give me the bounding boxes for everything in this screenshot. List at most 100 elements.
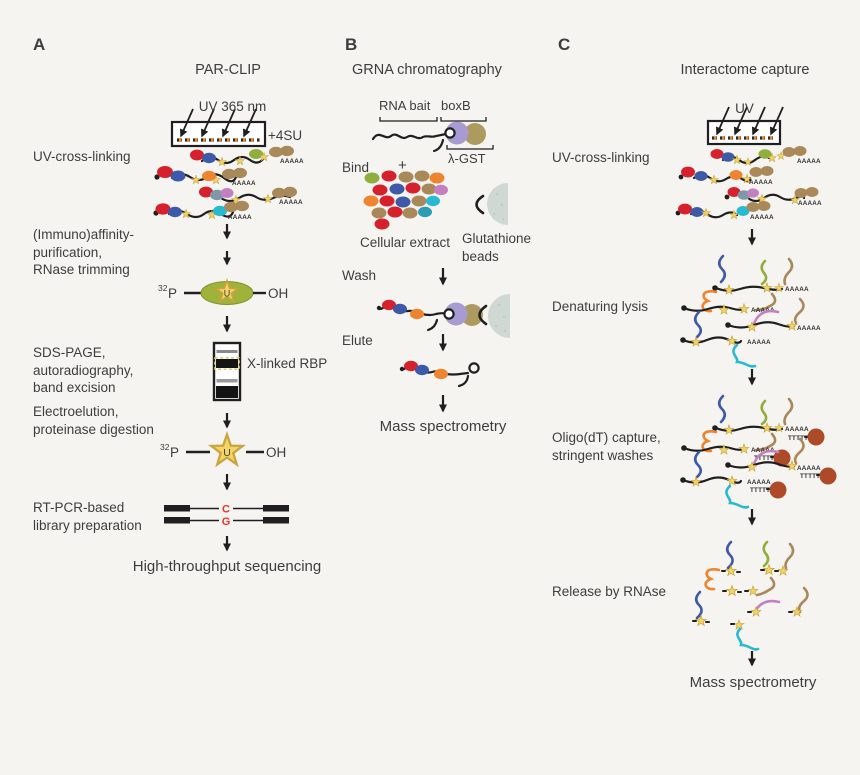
step-label-crosslinking-a: UV-cross-linking (33, 149, 131, 164)
sds-page-gel-lane (212, 341, 242, 402)
panel-a-uv-irradiation-box (170, 108, 267, 148)
oligo-dt-captured-strand: AAAAA TTTTT (725, 437, 837, 485)
rna-bait-construct (371, 117, 494, 153)
isotope-32: 32 (160, 442, 170, 452)
released-protein-with-rna-fragment (692, 540, 809, 651)
panel-a-final-step: High-throughput sequencing (132, 558, 322, 575)
step-label-electroelution: Electroelution, proteinase digestion (33, 404, 154, 437)
oligo-dt-probe: TTTTT (788, 435, 808, 442)
cellular-extract-label: Cellular extract (360, 235, 451, 250)
lambda-n-domain (445, 121, 469, 145)
panel-a-letter: A (33, 35, 46, 54)
step-label-release: Release by RNAse (552, 584, 667, 599)
panel-b-final-step: Mass spectrometry (379, 418, 507, 435)
crosslinked-mrna-strand: AAAAA (153, 200, 252, 221)
eluted-rna-protein-complex (399, 360, 480, 388)
gst-domain (464, 123, 486, 145)
poly-a-tail: AAAAA (797, 158, 821, 165)
lambda-n-domain (444, 302, 468, 326)
oligo-dt-captured-strand: AAAAA TTTTT (712, 394, 825, 446)
poly-a-tail: AAAAA (747, 479, 771, 486)
crosslinked-mrna-strand: AAAAA (710, 146, 821, 166)
hydroxyl-label: OH (266, 445, 286, 460)
wash-step-label: Wash (342, 268, 377, 283)
base-g-letter: G (222, 516, 231, 528)
magnetic-bead (819, 467, 837, 485)
poly-a-tail: AAAAA (798, 200, 822, 207)
step-label-oligo-dt: Oligo(dT) capture, stringent washes (552, 430, 661, 463)
uv-wavelength-label: UV 365 nm (198, 99, 267, 114)
elute-step-label: Elute (342, 333, 373, 348)
poly-a-tail: AAAAA (747, 339, 771, 346)
crosslinked-mrna-strand: AAAAA (154, 166, 256, 187)
oligo-dt-probe: TTTTT (750, 487, 770, 494)
uv-ray-arrows (179, 108, 257, 138)
panel-a-title: PAR-CLIP (195, 62, 261, 78)
poly-a-tail: AAAAA (751, 447, 775, 454)
washed-complex-on-bead (376, 294, 510, 338)
magnetic-bead (773, 449, 791, 467)
boxb-hairpin-loop (443, 308, 455, 320)
rna-bait-label: RNA bait (379, 98, 431, 113)
poly-a-tail: AAAAA (751, 307, 775, 314)
phosphate-p: P (168, 286, 177, 301)
panel-c-final-step: Mass spectrometry (689, 674, 817, 691)
uv-ray-arrows (715, 106, 784, 136)
poly-a-tail: AAAAA (279, 199, 303, 206)
magnetic-bead (769, 481, 787, 499)
oligo-dt-probe: TTTTT (754, 455, 774, 462)
denatured-mrna-strand: AAAAA (680, 310, 771, 368)
base-c-letter: C (222, 504, 230, 516)
uridine-letter: U (223, 447, 231, 459)
uridine-letter: U (224, 289, 231, 299)
denatured-mrna-strand: AAAAA (681, 290, 777, 315)
oligo-dt-captured-strand: AAAAA TTTTT (681, 430, 791, 467)
denatured-mrna-strand: AAAAA (725, 297, 821, 332)
cdna-library-duplex: C G (164, 504, 289, 528)
isotope-32: 32 (158, 283, 168, 293)
xlinked-rbp-label: X-linked RBP (247, 356, 328, 371)
plus-sign: + (398, 157, 407, 174)
poly-a-tail: AAAAA (785, 286, 809, 293)
poly-a-tail: AAAAA (797, 465, 821, 472)
oligo-dt-captured-strand: AAAAA TTTTT (680, 450, 787, 509)
hydroxyl-label: OH (268, 286, 288, 301)
glutathione-bead (475, 183, 508, 225)
poly-a-tail: AAAAA (750, 214, 774, 221)
panel-b-title: GRNA chromatography (352, 62, 502, 78)
panel-b-letter: B (345, 35, 358, 54)
poly-a-tail: AAAAA (228, 214, 252, 221)
crosslinked-mrna-strand: AAAAA (675, 201, 774, 221)
step-label-crosslinking-c: UV-cross-linking (552, 150, 650, 165)
uv-label: UV (735, 101, 754, 116)
radiolabeled-free-rna: 32 P U OH (160, 433, 286, 466)
poly-a-tail: AAAAA (785, 426, 809, 433)
boxb-label: boxB (441, 98, 471, 113)
cellular-extract-cluster (363, 170, 448, 230)
oligo-dt-probe: TTTTT (800, 473, 820, 480)
glutathione-beads-label: Glutathione beads (462, 231, 532, 264)
panel-c-uv-irradiation-box (706, 106, 784, 146)
boxb-hairpin-loop (444, 127, 456, 139)
poly-a-tail: AAAAA (749, 179, 773, 186)
crosslinked-mrna-strand: AAAAA (724, 187, 822, 207)
crosslinked-mrna-strand: AAAAA (678, 166, 774, 186)
step-label-rtpcr: RT-PCR-based library preparation (33, 500, 142, 533)
bind-step-label: Bind (342, 160, 370, 175)
magnetic-bead (807, 428, 825, 446)
4su-label: +4SU (268, 128, 303, 143)
lambda-gst-label: λ-GST (448, 151, 486, 166)
crosslinked-mrna-strand: AAAAA (199, 186, 303, 206)
step-label-purification: (Immuno)affinity- purification, RNase tr… (33, 227, 135, 277)
phosphate-p: P (170, 445, 179, 460)
radiolabeled-rna-with-rbp: 32 P U OH (158, 279, 288, 305)
step-label-sds-page: SDS-PAGE, autoradiography, band excision (33, 345, 134, 395)
step-label-lysis: Denaturing lysis (552, 299, 649, 314)
boxb-hairpin-loop (468, 362, 480, 374)
crosslinked-mrna-strand: AAAAA (190, 145, 304, 166)
poly-a-tail: AAAAA (232, 180, 256, 187)
panel-c-title: Interactome capture (680, 62, 810, 78)
poly-a-tail: AAAAA (797, 325, 821, 332)
denatured-mrna-strand: AAAAA (712, 254, 809, 295)
